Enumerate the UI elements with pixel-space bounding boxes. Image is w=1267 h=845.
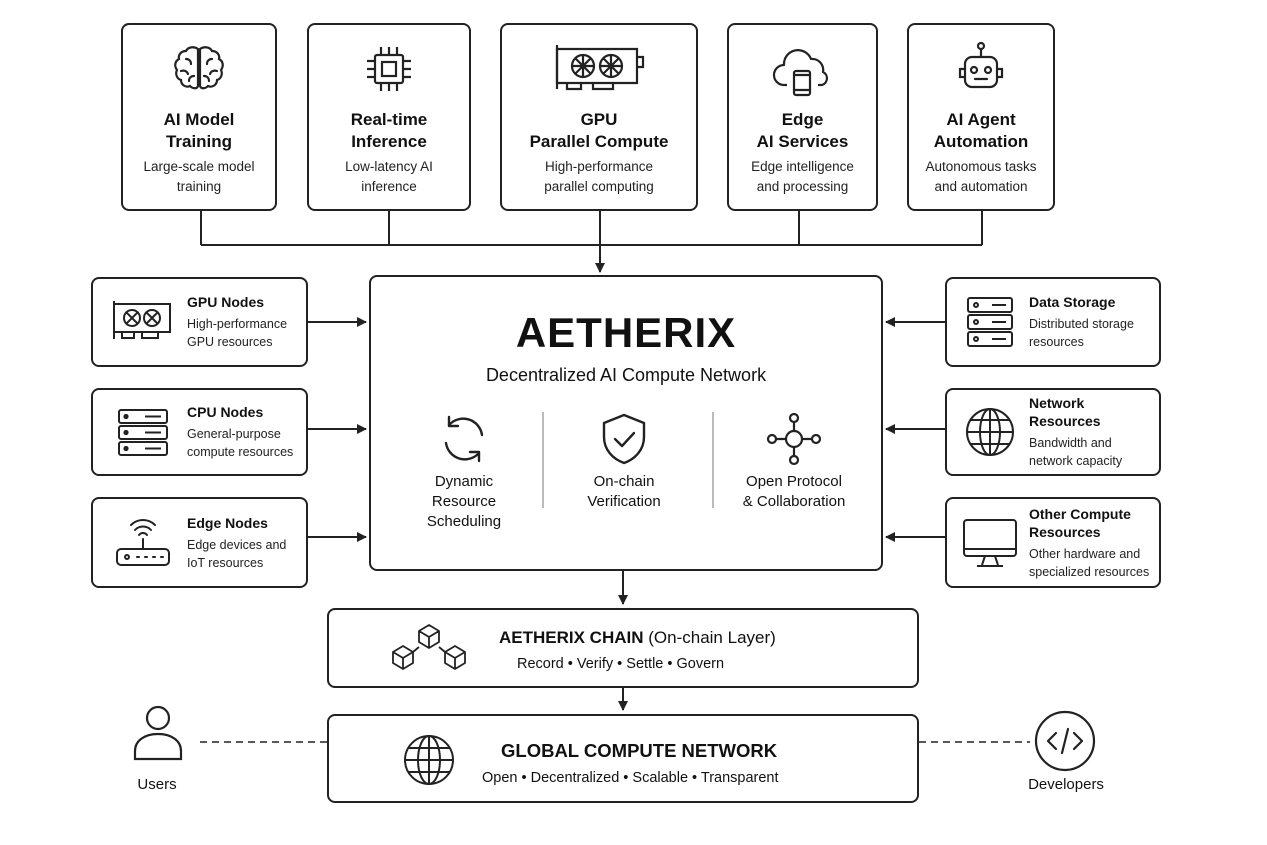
storage-icon bbox=[955, 279, 1025, 365]
card-ai-agent-automation: AI Agent Automation Autonomous tasks and… bbox=[907, 23, 1055, 211]
card-title: AI Agent Automation bbox=[933, 110, 1029, 151]
chain-title-suffix: (On-chain Layer) bbox=[648, 628, 776, 647]
card-description: High-performance GPU resources bbox=[187, 317, 288, 349]
chain-title: AETHERIX CHAIN bbox=[499, 628, 644, 647]
robot-icon bbox=[909, 39, 1053, 99]
gpu-icon bbox=[502, 39, 696, 99]
gpu-icon bbox=[105, 279, 181, 365]
card-title: GPU Parallel Compute bbox=[529, 110, 669, 151]
center-aetherix-panel: AETHERIX Decentralized AI Compute Networ… bbox=[369, 275, 883, 571]
card-data-storage: Data Storage Distributed storage resourc… bbox=[945, 277, 1161, 367]
card-ai-model-training: AI Model Training Large-scale model trai… bbox=[121, 23, 277, 211]
card-title: Edge Nodes bbox=[187, 514, 268, 531]
feature-dynamic-scheduling: Dynamic Resource Scheduling bbox=[384, 410, 544, 532]
card-title: Real-time Inference bbox=[350, 110, 428, 151]
shield-check-icon bbox=[544, 410, 704, 468]
card-title: AI Model Training bbox=[163, 110, 235, 151]
center-subtitle: Decentralized AI Compute Network bbox=[485, 365, 767, 385]
center-title: AETHERIX bbox=[515, 309, 737, 356]
card-description: Large-scale model training bbox=[143, 159, 255, 194]
user-icon bbox=[131, 703, 185, 766]
refresh-icon bbox=[384, 410, 544, 468]
card-description: General-purpose compute resources bbox=[187, 427, 294, 459]
card-description: Other hardware and specialized resources bbox=[1029, 546, 1150, 579]
card-gpu-parallel-compute: GPU Parallel Compute High-performance pa… bbox=[500, 23, 698, 211]
cloud-device-icon bbox=[729, 39, 876, 99]
card-title: Data Storage bbox=[1029, 294, 1116, 310]
users-label: Users bbox=[137, 776, 177, 793]
server-icon bbox=[105, 390, 181, 474]
blocks-icon bbox=[389, 622, 469, 679]
card-realtime-inference: Real-time Inference Low-latency AI infer… bbox=[307, 23, 471, 211]
feature-onchain-verification: On-chain Verification bbox=[544, 410, 704, 512]
feature-label: Open Protocol & Collaboration bbox=[742, 473, 846, 510]
globe-icon bbox=[955, 390, 1025, 474]
feature-divider bbox=[542, 412, 544, 508]
developers-label: Developers bbox=[1028, 776, 1104, 793]
router-icon bbox=[105, 499, 181, 586]
feature-label: On-chain Verification bbox=[587, 473, 661, 510]
feature-open-protocol: Open Protocol & Collaboration bbox=[714, 410, 874, 512]
monitor-icon bbox=[955, 499, 1025, 586]
feature-label: Dynamic Resource Scheduling bbox=[426, 473, 502, 530]
global-tagline: Open • Decentralized • Scalable • Transp… bbox=[482, 770, 779, 786]
global-network-panel: GLOBAL COMPUTE NETWORK Open • Decentrali… bbox=[327, 714, 919, 803]
code-icon bbox=[1033, 709, 1097, 778]
card-gpu-nodes: GPU Nodes High-performance GPU resources bbox=[91, 277, 308, 367]
card-title: GPU Nodes bbox=[187, 294, 265, 310]
card-description: Edge devices and IoT resources bbox=[187, 537, 287, 570]
card-description: Bandwidth and network capacity bbox=[1029, 436, 1123, 468]
chain-tagline: Record • Verify • Settle • Govern bbox=[517, 656, 725, 672]
card-other-compute-resources: Other Compute Resources Other hardware a… bbox=[945, 497, 1161, 588]
card-title: Network Resources bbox=[1029, 395, 1101, 429]
card-description: Edge intelligence and processing bbox=[751, 159, 854, 194]
card-description: Low-latency AI inference bbox=[345, 159, 433, 194]
feature-divider bbox=[712, 412, 714, 508]
card-title: CPU Nodes bbox=[187, 404, 264, 420]
card-network-resources: Network Resources Bandwidth and network … bbox=[945, 388, 1161, 476]
card-description: High-performance parallel computing bbox=[544, 159, 654, 194]
card-edge-nodes: Edge Nodes Edge devices and IoT resource… bbox=[91, 497, 308, 588]
card-cpu-nodes: CPU Nodes General-purpose compute resour… bbox=[91, 388, 308, 476]
globe-icon bbox=[401, 732, 457, 793]
chain-layer-panel: AETHERIX CHAIN (On-chain Layer) Record •… bbox=[327, 608, 919, 688]
card-title: Other Compute Resources bbox=[1029, 505, 1131, 540]
card-edge-ai-services: Edge AI Services Edge intelligence and p… bbox=[727, 23, 878, 211]
network-node-icon bbox=[714, 410, 874, 468]
chip-icon bbox=[309, 39, 469, 99]
global-title: GLOBAL COMPUTE NETWORK bbox=[501, 740, 778, 761]
card-description: Autonomous tasks and automation bbox=[925, 159, 1037, 194]
brain-icon bbox=[123, 39, 275, 99]
card-description: Distributed storage resources bbox=[1029, 317, 1134, 349]
card-title: Edge AI Services bbox=[756, 110, 849, 151]
